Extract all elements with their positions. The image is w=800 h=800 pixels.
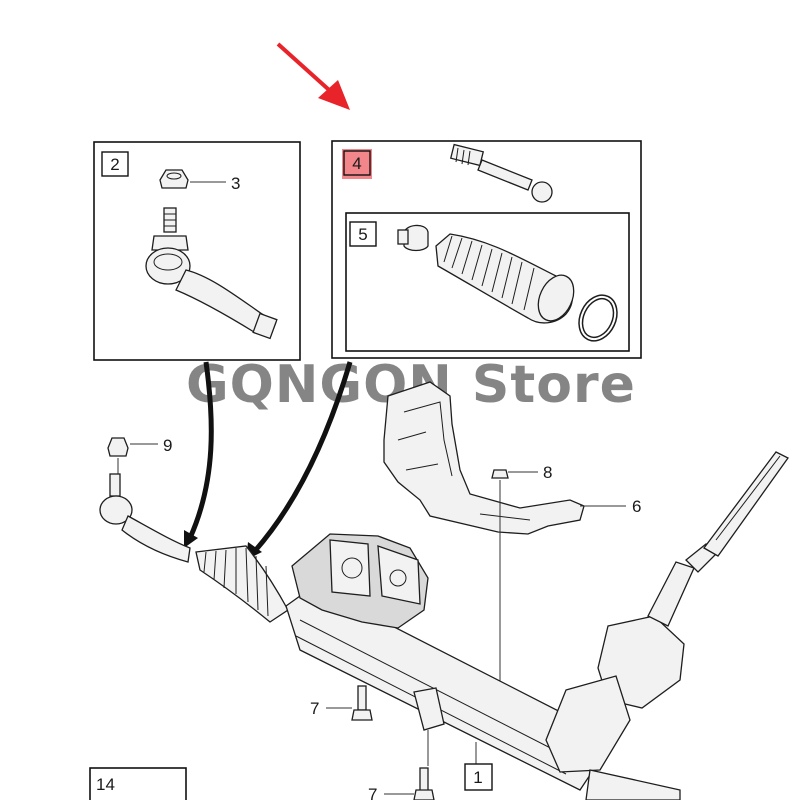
box-2-label: 2 xyxy=(110,155,119,174)
detail-box-5: 5 xyxy=(345,212,630,352)
nut-part-3 xyxy=(159,169,189,189)
steering-rack-assembly xyxy=(99,451,789,800)
bolt-7-lower xyxy=(413,730,435,800)
callout-7-upper: 7 xyxy=(310,699,319,718)
detail-box-2: 2 3 xyxy=(93,141,301,361)
inner-tie-rod xyxy=(449,143,553,203)
bellows-boot xyxy=(435,233,575,324)
reference-box-1: 1 xyxy=(464,742,493,791)
outer-tie-rod-end xyxy=(145,207,278,340)
detail-box-14: 14 xyxy=(89,767,187,800)
box-1-label: 1 xyxy=(473,768,482,787)
detail-box-4: 4 5 xyxy=(331,140,642,359)
callout-7-lower: 7 xyxy=(368,785,377,800)
red-pointer-arrow xyxy=(276,42,350,110)
callout-9: 9 xyxy=(163,436,172,455)
box-4-label: 4 xyxy=(352,154,361,173)
callout-3: 3 xyxy=(231,174,240,193)
bolt-8 xyxy=(491,469,509,700)
callout-8: 8 xyxy=(543,463,552,482)
highlight-box-4 xyxy=(342,149,372,179)
callout-6: 6 xyxy=(632,497,641,516)
seal-ring xyxy=(578,294,618,342)
box-14-label: 14 xyxy=(96,775,115,794)
boot-clamp xyxy=(397,224,429,252)
heat-shield xyxy=(383,381,585,535)
box-5-label: 5 xyxy=(358,225,367,244)
nut-9 xyxy=(107,437,129,476)
assembly-arrows xyxy=(184,361,353,560)
bolt-7-upper xyxy=(351,685,373,721)
